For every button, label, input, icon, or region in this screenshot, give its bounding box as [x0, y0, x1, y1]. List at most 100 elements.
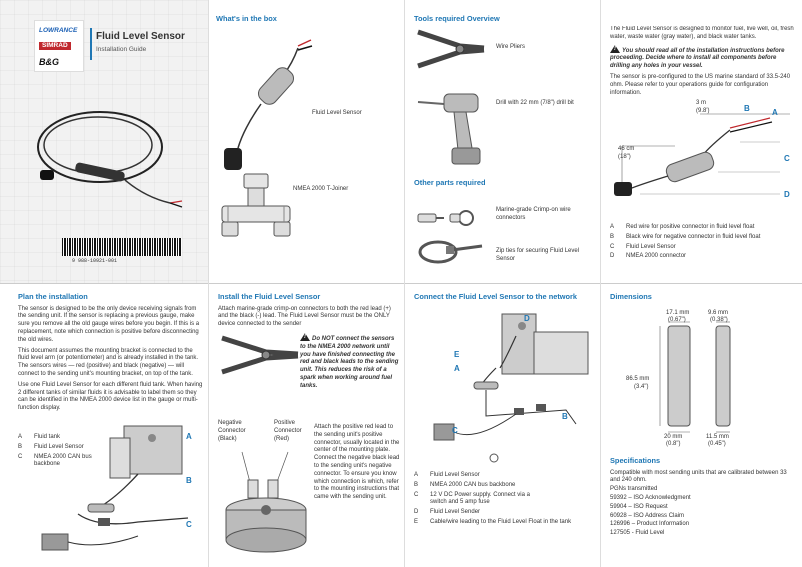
dim-46cm: 46 cm — [618, 146, 635, 152]
crimp-pliers-illustration — [221, 335, 299, 375]
specs-heading: Specifications — [610, 456, 661, 465]
install-paragraph-2: Attach the positive red lead to the send… — [314, 424, 400, 501]
crimp-connectors-icon — [417, 210, 474, 226]
connect-label-b: B — [562, 412, 568, 421]
cover-subtitle: Installation Guide — [96, 46, 147, 53]
plan-paragraph-1: The sensor is designed to be the only de… — [18, 305, 200, 343]
dim-9-6mm-in: (0.38") — [710, 317, 728, 323]
sensor-dimension-diagram — [614, 113, 790, 196]
plan-panel: Plan the installation The sensor is desi… — [18, 292, 204, 564]
intro-paragraph-1: The Fluid Level Sensor is designed to mo… — [610, 26, 794, 40]
dim-11-5mm: 11.5 mm — [706, 434, 729, 440]
whats-in-box-heading: What's in the box — [216, 14, 277, 23]
sensor-cable-illustration — [37, 111, 183, 208]
col-divider-1 — [208, 0, 209, 567]
intro-warning-text: You should read all of the installation … — [610, 47, 785, 70]
dim-86-5mm-in: (3.4") — [634, 384, 649, 390]
install-warning-text: Do NOT connect the sensors to the NMEA 2… — [300, 336, 399, 389]
tools-heading: Tools required Overview — [414, 14, 500, 23]
connect-label-c: C — [452, 426, 458, 435]
dim-86-5mm: 86.5 mm — [626, 376, 650, 382]
install-paragraph-1: Attach marine-grade crimp-on connectors … — [218, 305, 391, 328]
dim-20mm-in: (0.8") — [666, 441, 681, 447]
dimensions-heading: Dimensions — [610, 292, 652, 301]
dim-17-1mm-in: (0.67") — [668, 317, 686, 323]
brand-bg: B&G — [39, 57, 59, 67]
dimensions-panel: Dimensions 17.1 mm (0.67") 9.6 mm (0.38"… — [610, 292, 798, 564]
dim-46cm-in: (18") — [618, 154, 631, 160]
other-parts-heading: Other parts required — [414, 178, 486, 187]
warning-icon — [300, 333, 310, 342]
connect-label-a: A — [454, 364, 460, 373]
other-item-crimp: Marine-grade Crimp-on wire connectors — [496, 207, 571, 221]
connect-heading: Connect the Fluid Level Sensor to the ne… — [414, 292, 578, 301]
install-warning: Do NOT connect the sensors to the NMEA 2… — [300, 333, 400, 391]
dimension-drawing — [659, 321, 731, 433]
barcode-text: 9 988-10921-001 — [72, 258, 118, 264]
box-item-t-joiner: NMEA 2000 T-Joiner — [293, 186, 349, 192]
intro-warning: You should read all of the installation … — [610, 44, 798, 71]
connect-label-e: E — [454, 350, 460, 359]
col-divider-2 — [404, 0, 405, 567]
plan-paragraph-3: Use one Fluid Level Sensor for each diff… — [18, 381, 203, 412]
plan-label-c: C — [186, 520, 192, 529]
zip-tie-icon — [418, 240, 483, 264]
tool-item-drill: Drill with 22 mm (7/8") drill bit — [496, 100, 574, 106]
install-heading: Install the Fluid Level Sensor — [218, 292, 321, 301]
other-item-zip-ties: Zip ties for securing Fluid Level Sensor — [496, 248, 580, 262]
brand-simrad: SIMRAD — [39, 42, 71, 51]
cover-title: Fluid Level Sensor — [96, 31, 185, 42]
dim-11-5mm-in: (0.45") — [708, 441, 726, 447]
dim-9-6mm: 9.6 mm — [708, 310, 729, 316]
intro-paragraph-2: The sensor is pre-configured to the US m… — [610, 73, 791, 96]
dim-3m-ft: (9.8') — [696, 108, 710, 114]
drill-icon — [417, 93, 481, 165]
negative-connector-label: Negative Connector (Black) — [218, 420, 246, 442]
spec-line: 59392 – ISO Acknowledgment — [610, 495, 691, 502]
plan-paragraph-2: This document assumes the mounting brack… — [18, 347, 199, 377]
label-c: C — [784, 154, 790, 163]
spec-line: 126996 – Product Information — [610, 521, 690, 528]
plan-label-b: B — [186, 476, 192, 485]
spec-line: 127505 - Fluid Level — [610, 530, 665, 537]
title-accent-bar — [90, 28, 92, 60]
wire-pliers-icon — [417, 29, 485, 69]
t-joiner-illustration — [221, 173, 291, 237]
positive-connector-label: Positive Connector (Red) — [274, 420, 302, 442]
network-illustration — [433, 313, 589, 463]
specifications-section: Specifications Compatible with most send… — [610, 456, 796, 539]
connect-panel: Connect the Fluid Level Sensor to the ne… — [414, 292, 598, 564]
box-item-sensor: Fluid Level Sensor — [312, 110, 362, 116]
brand-logo-box: LOWRANCE SIMRAD B&G — [34, 20, 84, 72]
connect-label-d: D — [524, 314, 530, 323]
intro-panel: The Fluid Level Sensor is designed to mo… — [610, 26, 798, 280]
barcode — [62, 238, 182, 256]
spec-line: 60928 – ISO Address Claim — [610, 512, 685, 519]
dim-20mm: 20 mm — [664, 434, 683, 440]
tools-panel: Tools required Overview Wire Pliers Dril… — [414, 14, 598, 280]
dim-17-1mm: 17.1 mm — [666, 310, 690, 316]
plan-illustration — [41, 425, 189, 551]
col-divider-3 — [600, 0, 601, 567]
label-b: B — [744, 104, 750, 113]
spec-line: 59904 – ISO Request — [610, 503, 668, 510]
dim-3m: 3 m — [696, 100, 707, 106]
plan-label-a: A — [186, 432, 192, 441]
install-panel: Install the Fluid Level Sensor Attach ma… — [218, 292, 402, 564]
label-a: A — [772, 108, 778, 117]
cover-panel: LOWRANCE SIMRAD B&G Fluid Level Sensor I… — [0, 0, 208, 283]
